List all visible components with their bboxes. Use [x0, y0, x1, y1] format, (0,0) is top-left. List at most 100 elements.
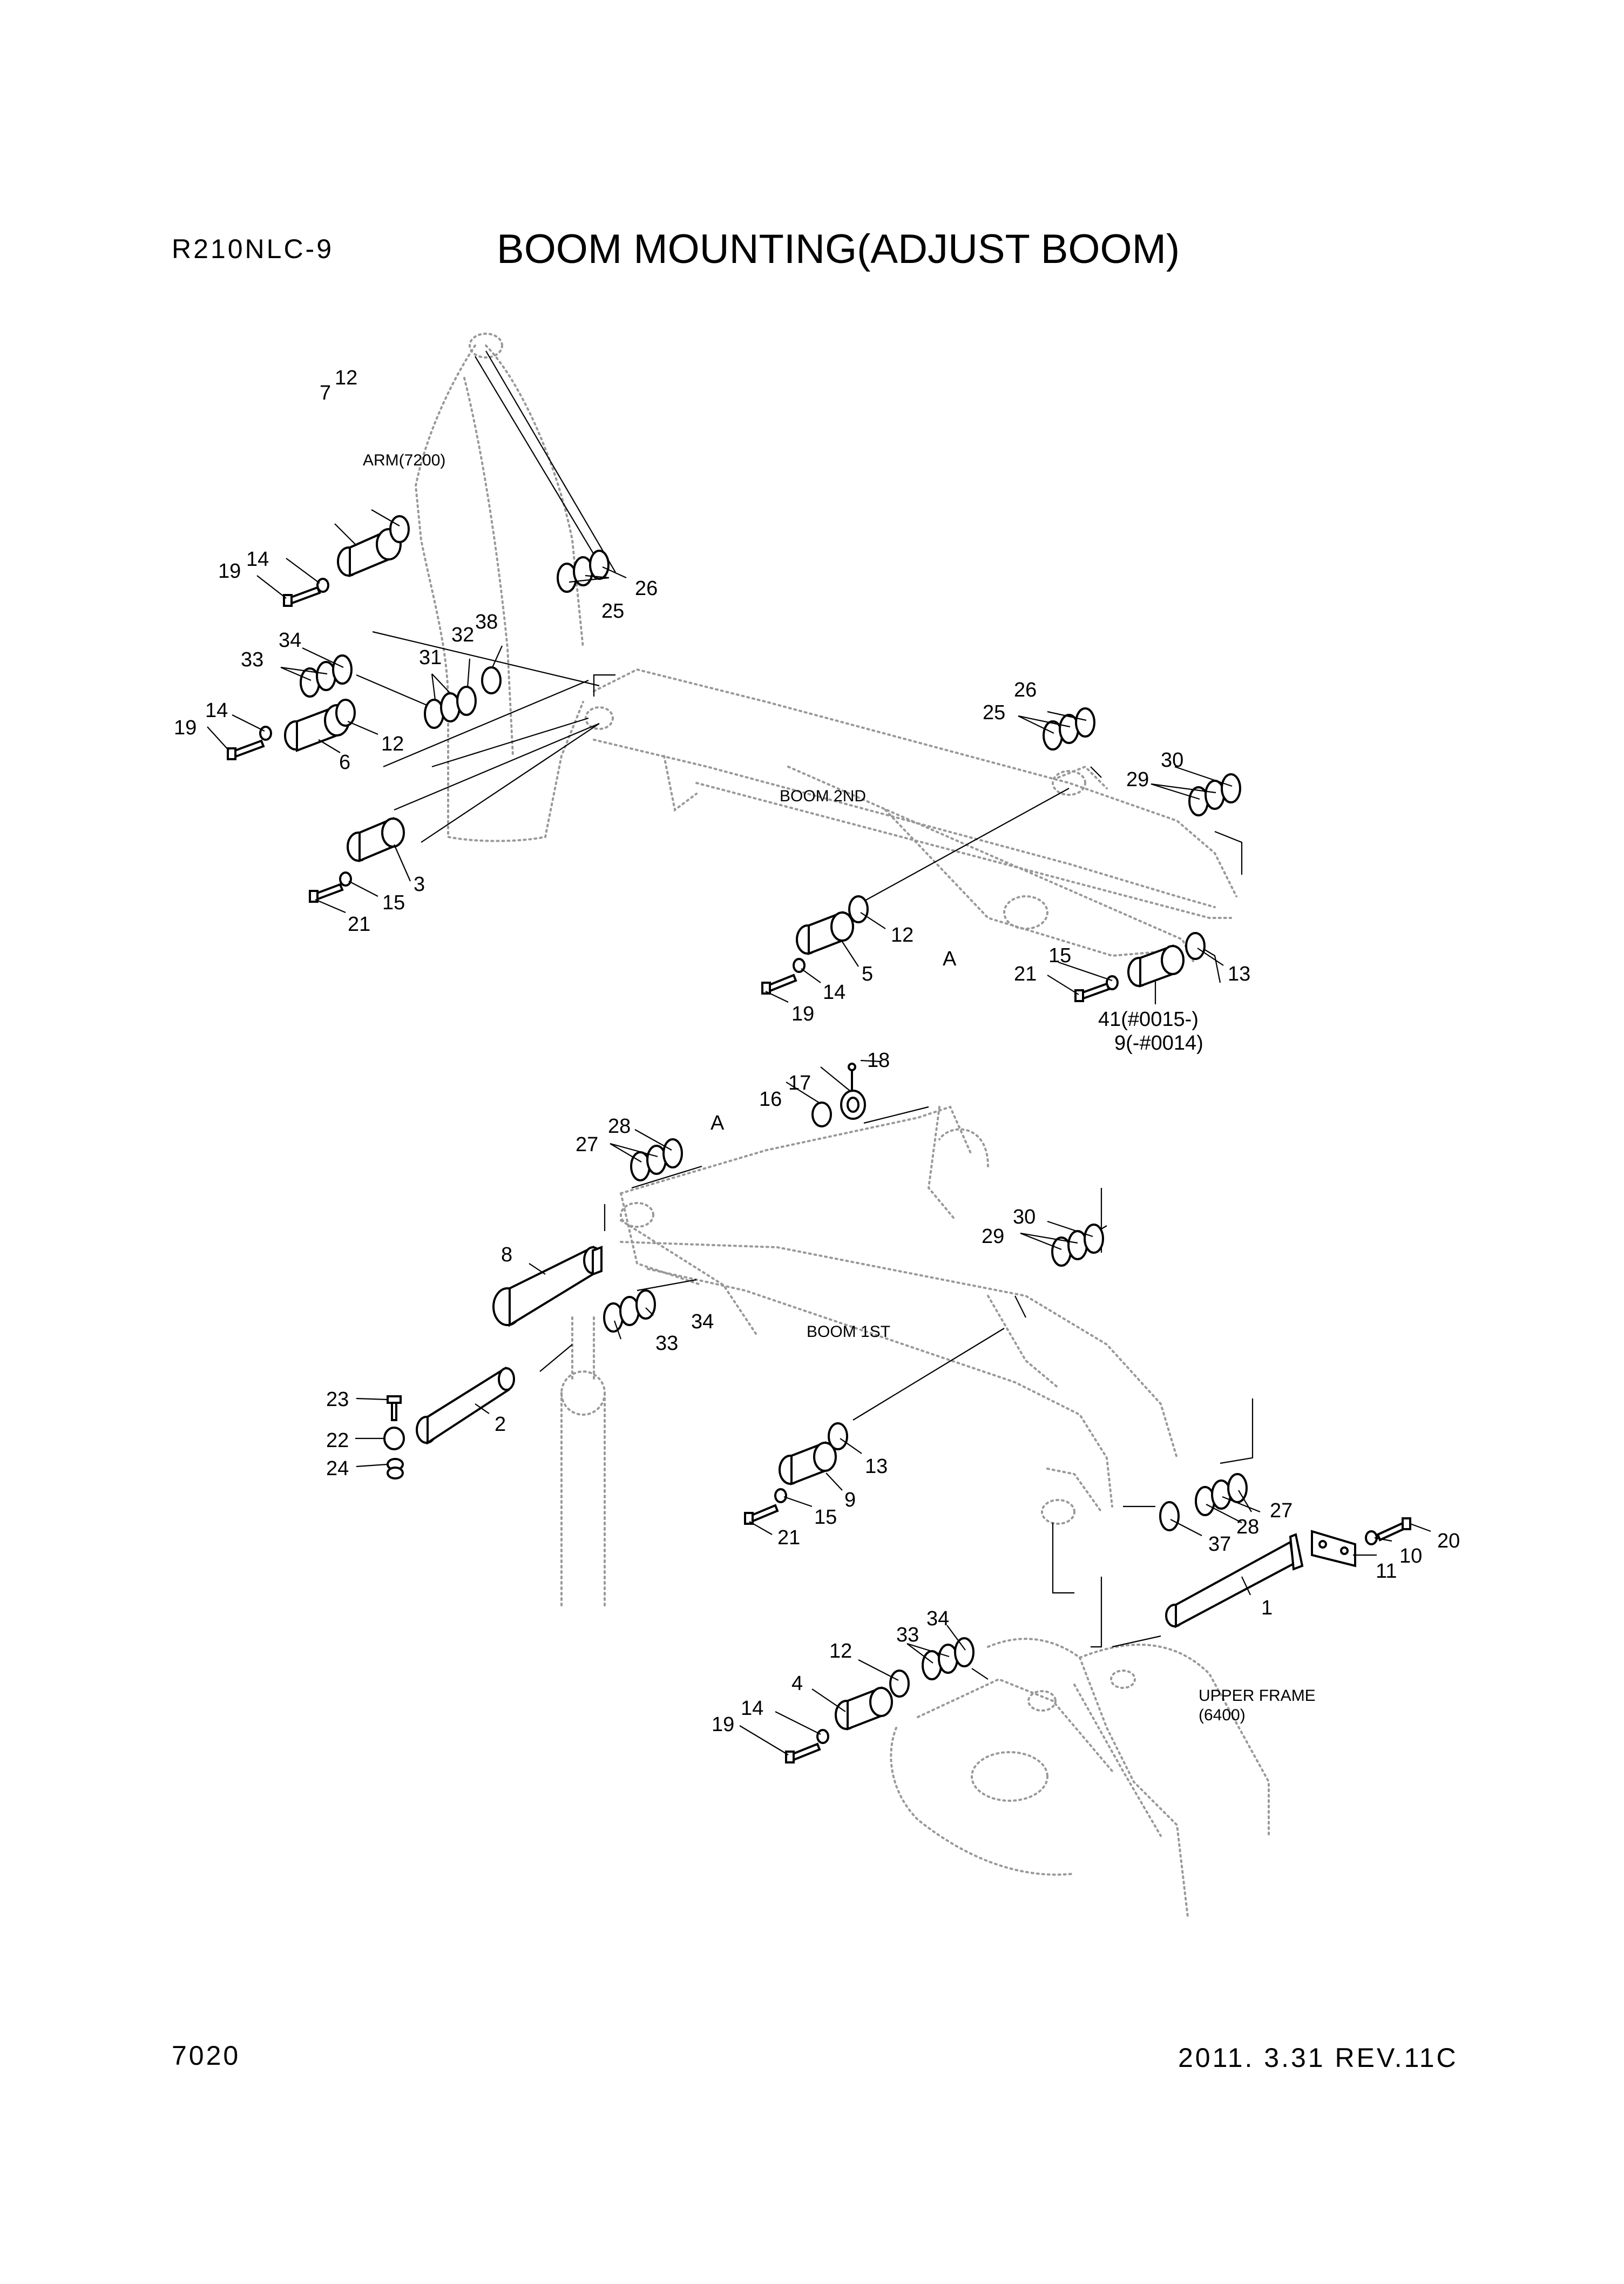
part-19-bolt-bottom — [785, 1742, 821, 1763]
upper-frame-phantom — [890, 1638, 1270, 1918]
part-3-pin — [347, 816, 405, 863]
part-21-bolt-lower — [744, 1504, 779, 1525]
part-33-34-rings-left — [300, 654, 353, 698]
callout-14: 14 — [205, 699, 228, 722]
part-14-washer-left — [259, 726, 272, 741]
callout-23: 23 — [326, 1388, 349, 1411]
part-9-pin-lower — [779, 1441, 837, 1485]
part-38-ring — [481, 666, 502, 694]
part-33-34-rings-bottom — [922, 1637, 975, 1680]
callout-21: 21 — [777, 1526, 800, 1549]
part-19-bolt-left — [227, 739, 265, 760]
callout-12: 12 — [891, 924, 914, 947]
callout-22: 22 — [326, 1429, 349, 1452]
callout-9: 9 — [844, 1489, 856, 1511]
callout-26: 26 — [1014, 679, 1037, 701]
part-24-nuts — [387, 1458, 404, 1479]
ref-a-lower: A — [943, 948, 957, 970]
callout-5: 5 — [862, 963, 873, 985]
page-title: BOOM MOUNTING(ADJUST BOOM) — [497, 226, 1180, 272]
callout-24: 24 — [326, 1457, 349, 1480]
part-17-nut — [840, 1090, 866, 1120]
callout-12: 12 — [381, 733, 404, 755]
ref-a-upper: A — [710, 1112, 725, 1134]
part-21-bolt-right — [1074, 982, 1111, 1002]
callout-33: 33 — [896, 1624, 919, 1646]
callout-numbers: 12 7 14 19 26 25 34 33 31 32 38 14 19 12… — [174, 367, 1460, 1736]
callout-3: 3 — [414, 873, 425, 896]
callout-17: 17 — [788, 1072, 811, 1094]
part-18-cotter — [848, 1063, 856, 1091]
callout-30: 30 — [1161, 749, 1183, 772]
callout-11: 11 — [1376, 1560, 1397, 1583]
callout-16: 16 — [759, 1088, 782, 1111]
callout-34: 34 — [926, 1607, 949, 1630]
part-19-bolt-mid — [761, 974, 797, 995]
part-37-ring — [1159, 1501, 1180, 1531]
part-25-26-rings-right — [1043, 707, 1095, 751]
callout-25: 25 — [601, 600, 624, 623]
solid-parts — [227, 515, 1411, 1763]
callout-18: 18 — [867, 1049, 890, 1072]
part-23-bolt — [387, 1395, 402, 1421]
label-upper-frame: UPPER FRAME — [1199, 1687, 1316, 1705]
callout-12: 12 — [829, 1640, 852, 1663]
part-19-bolt-top — [283, 586, 321, 607]
callout-33: 33 — [241, 648, 263, 671]
model-code: R210NLC-9 — [172, 234, 334, 264]
callout-7: 7 — [320, 382, 331, 404]
callout-29: 29 — [1126, 768, 1149, 791]
callout-20: 20 — [1437, 1530, 1460, 1552]
callout-2: 2 — [495, 1413, 506, 1436]
callout-15: 15 — [1048, 944, 1071, 967]
callout-14: 14 — [246, 548, 269, 571]
boom-1st-phantom — [620, 1105, 1178, 1525]
part-25-26-rings-top — [557, 550, 610, 593]
part-4-pin — [835, 1686, 893, 1731]
part-33-34-rings-mid — [603, 1289, 656, 1333]
part-14-washer-bottom — [816, 1729, 829, 1744]
boom-2nd-phantom — [585, 668, 1237, 962]
callout-31: 31 — [419, 646, 442, 669]
part-14-washer-top — [316, 578, 329, 593]
callout-34: 34 — [279, 629, 301, 652]
callout-10: 10 — [1399, 1545, 1422, 1567]
part-29-30-rings-lower — [1051, 1224, 1104, 1267]
arm-phantom — [414, 333, 584, 842]
callout-28: 28 — [608, 1115, 631, 1138]
callout-27: 27 — [1270, 1499, 1293, 1522]
part-8-pin — [492, 1245, 603, 1327]
part-15-washer-left — [339, 871, 352, 887]
callout-9-serial: 9(-#0014) — [1114, 1032, 1203, 1055]
callout-38: 38 — [475, 611, 498, 633]
label-boom-2nd: BOOM 2ND — [780, 787, 866, 805]
callout-28: 28 — [1236, 1516, 1259, 1538]
callout-25: 25 — [983, 701, 1005, 724]
callout-15: 15 — [814, 1506, 837, 1529]
callout-21: 21 — [1014, 963, 1037, 985]
callout-19: 19 — [218, 560, 241, 583]
callout-14: 14 — [823, 981, 845, 1004]
callout-21: 21 — [348, 913, 370, 936]
part-13-ring-right — [1185, 932, 1206, 960]
callout-8: 8 — [501, 1244, 512, 1266]
part-27-28-rings-upper — [630, 1138, 683, 1181]
callout-19: 19 — [712, 1713, 734, 1736]
part-29-30-rings-right — [1188, 773, 1241, 816]
part-31-32-rings — [424, 686, 477, 729]
part-15-washer-lower — [774, 1488, 787, 1503]
part-11-plate — [1311, 1530, 1356, 1567]
part-13-ring-lower — [828, 1422, 848, 1450]
callout-13: 13 — [865, 1455, 888, 1478]
boom-cylinder-phantom — [560, 1316, 606, 1610]
callout-32: 32 — [451, 624, 474, 646]
callout-27: 27 — [576, 1133, 598, 1156]
callout-19: 19 — [791, 1003, 814, 1025]
part-7-pin — [337, 528, 402, 577]
callout-6: 6 — [339, 751, 350, 774]
part-12-ring-bottom — [889, 1670, 910, 1698]
callout-leaders — [207, 509, 1431, 1755]
callout-29: 29 — [982, 1225, 1004, 1248]
